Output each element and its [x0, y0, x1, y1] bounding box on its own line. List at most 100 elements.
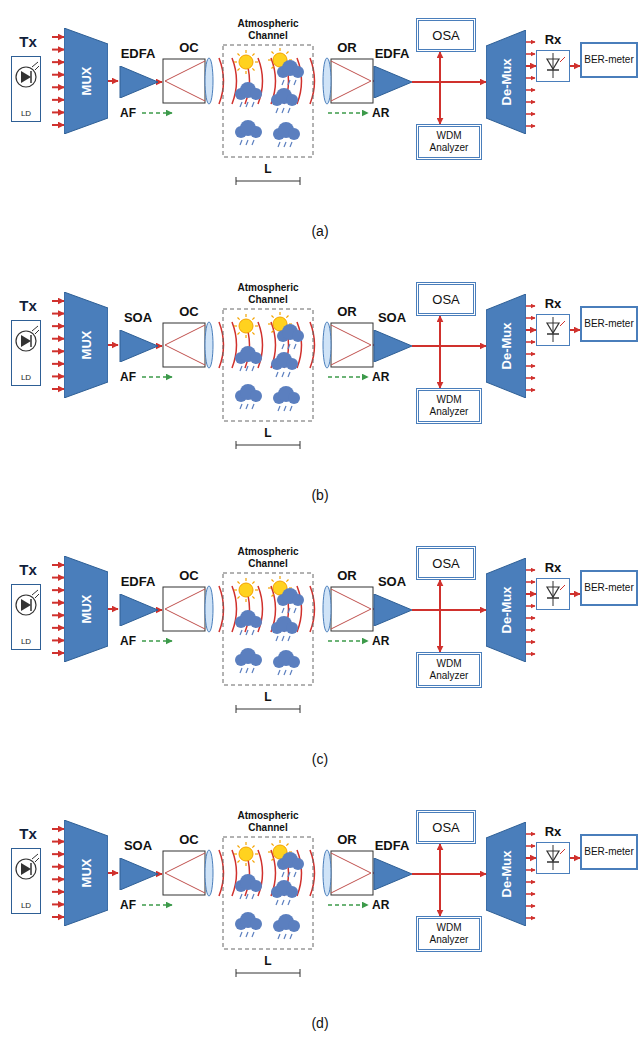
demux-output [526, 881, 535, 883]
optical-telescope: OR [320, 832, 374, 898]
rain [288, 608, 290, 613]
trapezoid-fill [64, 820, 108, 926]
sun-ray [272, 844, 274, 846]
rain [252, 668, 254, 673]
signal-connector [52, 564, 64, 566]
channel-label: Atmospheric Channel [222, 546, 314, 570]
rain [282, 900, 284, 905]
cloud [250, 88, 262, 100]
sun-ray [268, 851, 271, 852]
demux-trapezoid: De-Mux [486, 822, 526, 926]
af-arrow [142, 640, 172, 642]
rain [282, 344, 284, 349]
telescope-label: OC [162, 832, 216, 848]
panel-illustration [142, 306, 535, 449]
photodiode-symbol [537, 315, 568, 344]
rain [288, 872, 290, 877]
demux-output [526, 365, 535, 367]
amplifier-fill [120, 66, 158, 98]
trapezoid-fill [64, 28, 108, 134]
sun [239, 847, 253, 861]
analyzer-box: OSA [416, 282, 476, 316]
sun-ray [252, 54, 254, 56]
rain [278, 934, 280, 939]
sun-ray [279, 576, 280, 579]
ber-meter-box: BER-meter [580, 306, 638, 342]
light-arrow [560, 321, 565, 326]
amplifier-label: EDFA [118, 574, 158, 590]
signal-connector [412, 316, 440, 346]
sun-ray [272, 316, 274, 318]
telescope-symbol [320, 584, 374, 634]
sun-ray [245, 50, 246, 53]
laser-diode-box: LD [11, 848, 41, 914]
telescope-label: OC [162, 40, 216, 56]
rain [288, 80, 290, 85]
channel-outline [222, 836, 314, 950]
channel-outline [222, 572, 314, 686]
ber-label: BER-meter [584, 846, 633, 858]
receiver-box [536, 578, 570, 610]
cloud [288, 920, 300, 932]
lens [205, 58, 213, 104]
signal-connector [52, 338, 64, 340]
signal-connector [570, 65, 580, 67]
demux-output [526, 833, 535, 835]
sun-ray [279, 48, 280, 51]
trapezoid-fill [486, 294, 526, 398]
mux-trapezoid: MUX [64, 28, 108, 134]
analyzer-box: OSA [416, 810, 476, 844]
demux-output [526, 317, 535, 319]
emission-arrow [35, 594, 39, 598]
demux-output [526, 605, 535, 607]
parallel-channels [52, 565, 64, 653]
demux-output [526, 377, 535, 379]
rain [282, 636, 284, 641]
ber-label: BER-meter [584, 54, 633, 66]
sun-ray [286, 316, 288, 318]
signal-connector [158, 609, 162, 611]
sun-ray [279, 312, 280, 315]
ar-label: AR [372, 370, 389, 384]
telescope-symbol [320, 320, 374, 370]
rain [252, 630, 254, 635]
demux-output [526, 41, 535, 43]
sun-ray [272, 52, 274, 54]
photodiode-lead [553, 845, 554, 870]
diode-bar [30, 863, 32, 875]
cloud [286, 886, 298, 898]
signal-connector [526, 65, 536, 67]
dashed-border [223, 573, 313, 685]
optical-telescope: OC [162, 832, 216, 898]
af-label: AF [120, 898, 136, 912]
signal-connector [52, 300, 64, 302]
channel-label: Atmospheric Channel [222, 810, 314, 834]
rain [278, 406, 280, 411]
telescope-symbol [320, 56, 374, 106]
sun-ray [286, 52, 288, 54]
rain [284, 406, 286, 411]
sun-ray [268, 587, 271, 588]
length-tick [236, 441, 237, 449]
cloud [286, 358, 298, 370]
signal-connector [52, 577, 64, 579]
rain [278, 142, 280, 147]
signal-connector [158, 873, 162, 875]
rain [290, 406, 292, 411]
amplifier-label: SOA [372, 574, 412, 590]
rain [294, 872, 296, 877]
telescope-body [331, 323, 373, 367]
demux-output [526, 893, 535, 895]
diode-triangle [21, 335, 31, 347]
mux-label: De-Mux [499, 587, 514, 634]
sun-ray [272, 330, 274, 332]
cloud [250, 352, 262, 364]
sun-ray [272, 594, 274, 596]
signal-connector [52, 111, 64, 113]
rain [240, 630, 242, 635]
sun-ray [268, 323, 271, 324]
trapezoid-fill [486, 822, 526, 926]
photodiode-symbol [537, 51, 568, 80]
rain [294, 80, 296, 85]
sun-ray [245, 842, 246, 845]
